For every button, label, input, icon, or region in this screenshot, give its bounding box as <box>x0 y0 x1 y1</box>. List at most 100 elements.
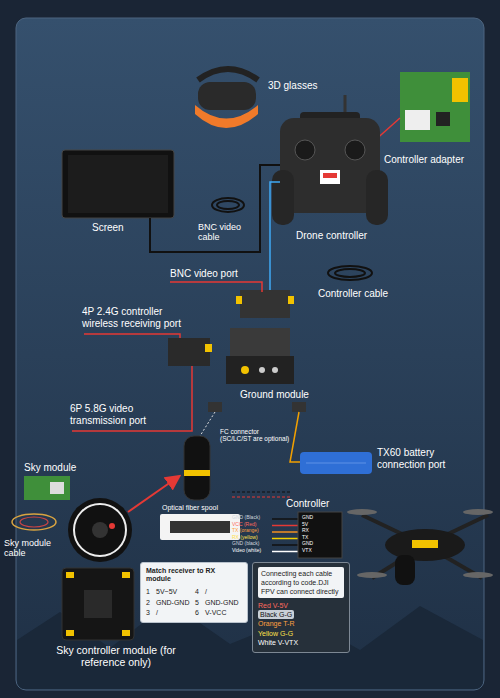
flight-controller <box>66 572 74 578</box>
goggles <box>195 105 258 128</box>
screen <box>150 165 280 252</box>
box-line: / <box>205 588 242 597</box>
flight-controller <box>84 590 112 618</box>
screen <box>217 201 239 209</box>
drone <box>347 509 377 515</box>
part-label: BNC video port <box>170 268 255 280</box>
fiber-bottle <box>184 436 210 500</box>
wire-label: VCC (Red) <box>232 522 272 528</box>
controller-adapter <box>452 78 468 102</box>
part-label: Sky module <box>24 462 94 474</box>
box-line: Orange T-R <box>258 619 344 628</box>
drone-controller <box>366 170 388 225</box>
spool <box>68 498 132 562</box>
ground-module <box>292 402 306 412</box>
box-line: 6 <box>195 609 203 618</box>
spool <box>109 523 115 529</box>
screen <box>68 155 168 213</box>
drone <box>463 509 493 515</box>
flight-controller <box>122 630 130 636</box>
box-line: 4 <box>195 588 203 597</box>
fiber-connector-board <box>160 514 240 540</box>
drone <box>395 555 415 585</box>
spool <box>92 522 108 538</box>
sky-module <box>50 482 64 494</box>
battery <box>306 463 366 464</box>
drone-controller <box>272 95 388 225</box>
fiber-bottle <box>184 412 300 500</box>
pin-table: Match receiver to RX module15V~5V4/2GND-… <box>140 562 248 623</box>
wire-label: TX (orange) <box>232 528 272 534</box>
part-label: Controller adapter <box>384 154 476 166</box>
ground-module <box>84 334 180 338</box>
battery <box>300 452 372 474</box>
pin-label: GND <box>302 541 332 547</box>
screen <box>62 150 174 218</box>
goggles <box>198 69 258 80</box>
sky-module <box>20 517 48 527</box>
fiber-bottle <box>184 470 210 476</box>
wire-label: GND (Black) <box>232 515 272 521</box>
box-heading: Connecting each cable according to code.… <box>258 567 344 598</box>
box-line: White V-VTX <box>258 638 344 647</box>
fiber-connector-board <box>160 514 240 540</box>
box-line: V-VCC <box>205 609 242 618</box>
part-label: Controller <box>286 498 346 510</box>
part-label: TX60 battery connection port <box>377 447 465 470</box>
screen <box>270 182 280 290</box>
controller-adapter <box>436 112 450 126</box>
part-label: Sky controller module (for reference onl… <box>36 644 196 668</box>
part-label: Ground module <box>240 389 320 401</box>
ground-module <box>170 282 262 292</box>
ground-module <box>240 290 290 318</box>
screen <box>212 198 244 212</box>
wiring <box>232 492 292 493</box>
box-line: 5V~5V <box>156 588 193 597</box>
sky-module <box>24 476 70 500</box>
fiber-connector-board <box>170 521 230 533</box>
battery <box>300 452 372 474</box>
drone-controller <box>323 173 337 178</box>
controller-cable <box>328 266 372 280</box>
fiber-bottle <box>200 412 215 436</box>
box-line: Yellow G-G <box>258 629 344 638</box>
pin-label: VTX <box>302 548 332 554</box>
controller-adapter <box>405 110 430 130</box>
drone <box>463 572 493 578</box>
wiring <box>232 497 292 498</box>
ground-module <box>168 338 210 366</box>
drone <box>357 572 387 578</box>
ground-module <box>241 366 249 374</box>
part-label: 6P 5.8G video transmission port <box>70 403 180 426</box>
box-line: Black G-G <box>258 610 294 619</box>
part-label: 4P 2.4G controller wireless receiving po… <box>82 306 200 329</box>
flight-controller <box>62 568 134 640</box>
ground-module <box>236 296 242 304</box>
drone-controller <box>320 170 340 184</box>
fiber-bottle <box>290 412 300 462</box>
ground-module <box>230 328 290 358</box>
pin-label: 5V <box>302 522 332 528</box>
part-label: Controller cable <box>318 288 408 300</box>
flight-controller <box>122 572 130 578</box>
drone-controller <box>345 140 365 160</box>
ground-module <box>288 296 294 304</box>
part-label: Screen <box>92 222 142 234</box>
sky-module <box>12 476 70 530</box>
wiring <box>298 512 342 558</box>
spool <box>74 504 126 556</box>
goggles <box>195 69 258 128</box>
wiring <box>272 525 298 527</box>
box-line: 2 <box>146 599 154 608</box>
flight-controller <box>66 630 74 636</box>
box-line: 1 <box>146 588 154 597</box>
part-label: Drone controller <box>296 230 386 242</box>
wiring <box>272 544 298 546</box>
wiring <box>272 551 298 553</box>
controller-adapter <box>400 72 470 142</box>
part-label: BNC video cable <box>198 222 250 243</box>
wiring-note: Connecting each cable according to code.… <box>252 562 350 653</box>
part-label: Sky module cable <box>4 538 60 559</box>
wire-label: Video (white) <box>232 548 272 554</box>
